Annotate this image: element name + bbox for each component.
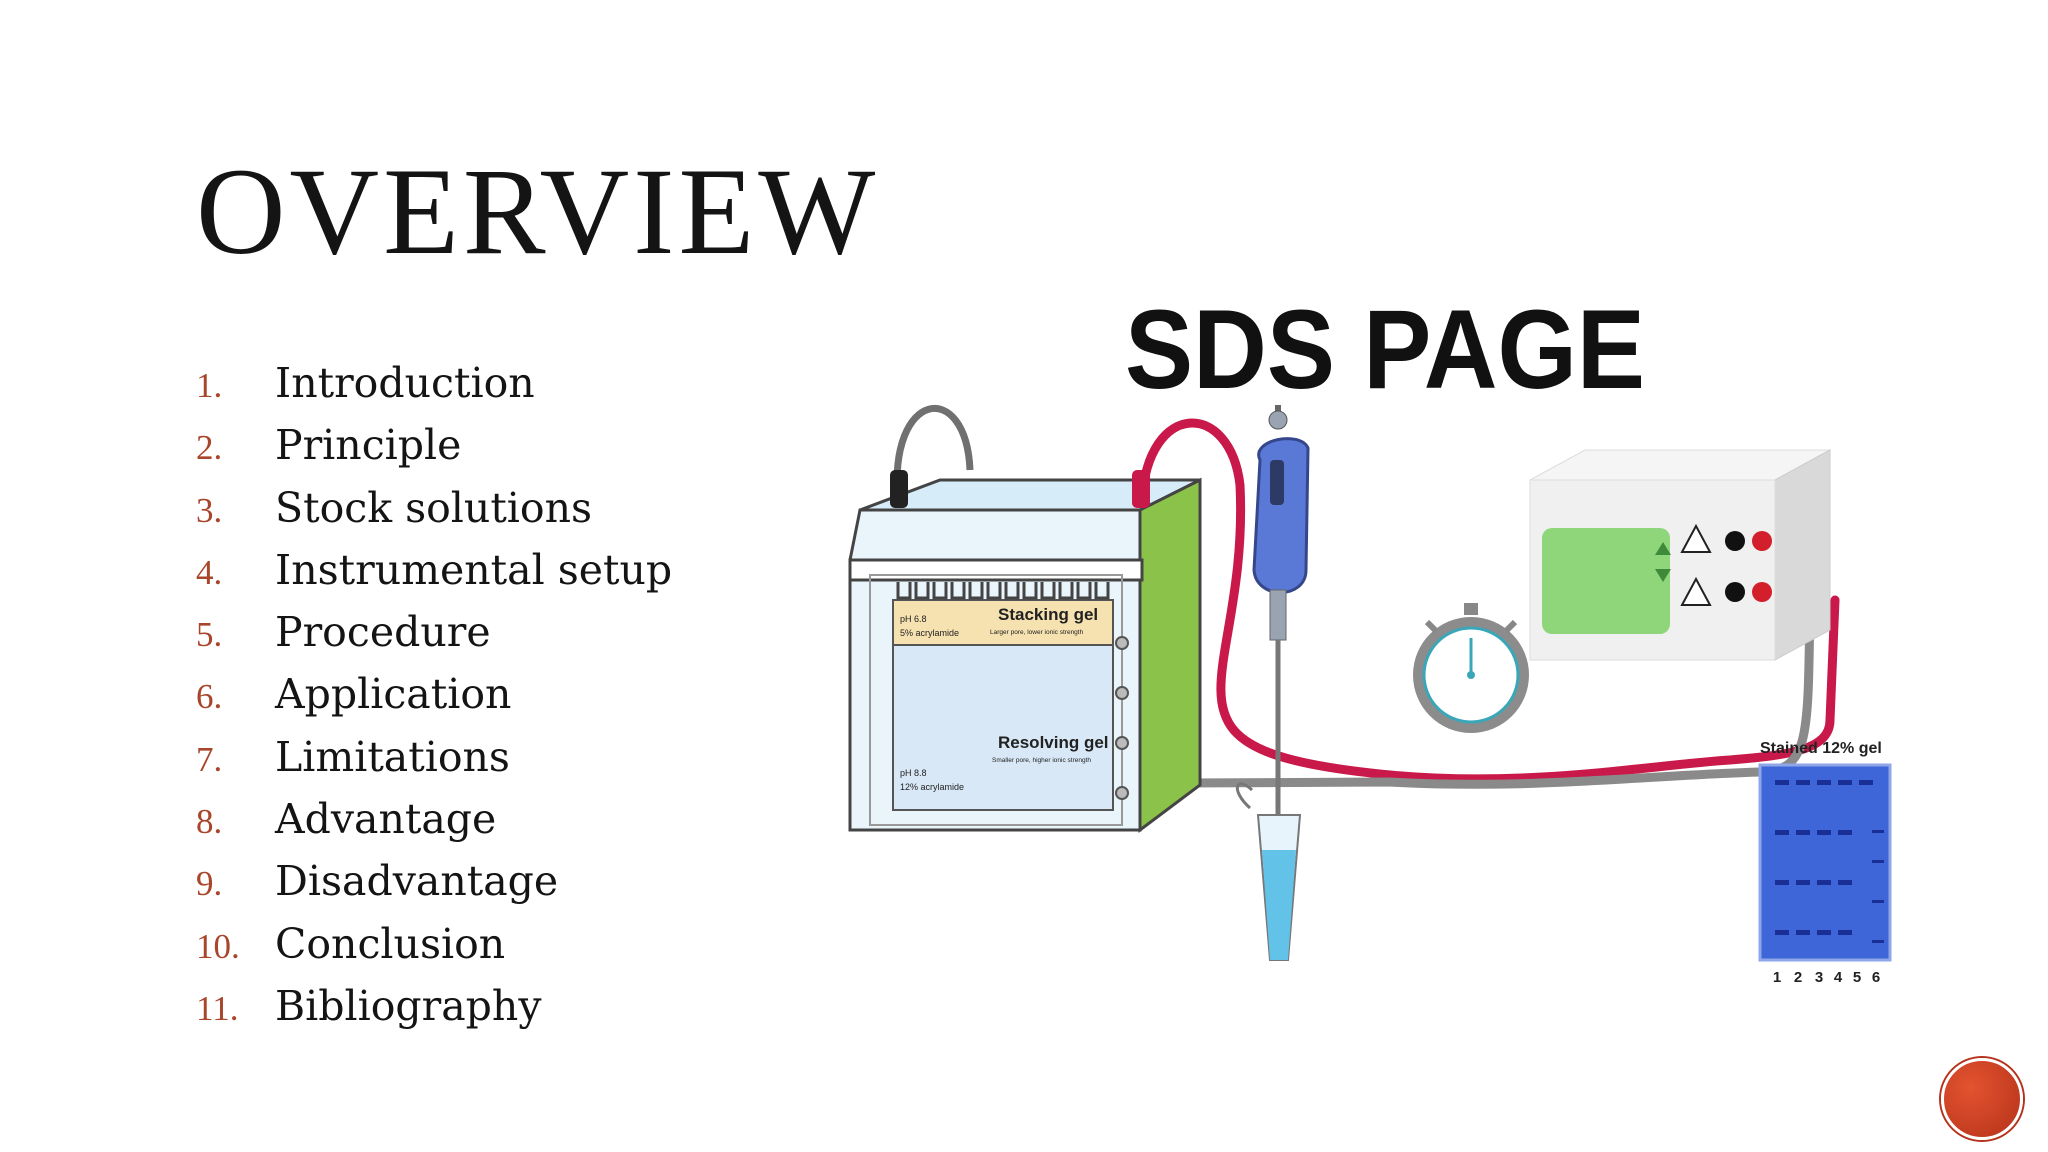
stained-gel-lane: 2: [1794, 969, 1802, 986]
resolving-gel-note: Smaller pore, higher ionic strength: [992, 757, 1091, 764]
tube-icon: [1235, 782, 1302, 961]
agenda-label: Introduction: [275, 359, 535, 407]
agenda-number: 2.: [196, 428, 223, 468]
agenda-item: 1. Introduction: [196, 352, 672, 414]
agenda-item: 6. Application: [196, 663, 672, 725]
agenda-label: Stock solutions: [275, 483, 593, 532]
stacking-gel-label: Stacking gel: [998, 605, 1098, 624]
power-supply-icon: [1529, 449, 1831, 661]
illustration-heading: SDS PAGE: [1125, 287, 1645, 412]
agenda-number: 6.: [196, 677, 223, 717]
resolving-gel-ph: pH 8.8: [900, 768, 927, 778]
stained-gel-lane: 5: [1853, 969, 1861, 986]
agenda-item: 9. Disadvantage: [196, 850, 672, 912]
agenda-label: Disadvantage: [275, 857, 559, 906]
pipette-icon: [1252, 405, 1310, 815]
agenda-label: Bibliography: [275, 981, 542, 1030]
red-wire: [1137, 418, 1840, 784]
agenda-label: Limitations: [275, 732, 510, 781]
agenda-item: 11. Bibliography: [196, 975, 672, 1037]
agenda-label: Application: [275, 670, 512, 719]
resolving-gel-acrylamide: 12% acrylamide: [900, 782, 964, 792]
stained-gel-lane: 4: [1834, 969, 1843, 986]
agenda-number: 10.: [196, 926, 240, 966]
agenda-number: 9.: [196, 864, 223, 904]
stained-gel-lane: 6: [1872, 969, 1880, 986]
agenda-label: Advantage: [275, 795, 497, 844]
stained-gel-lane: 3: [1815, 969, 1823, 986]
stopwatch-icon: [1413, 603, 1529, 733]
agenda-label: Procedure: [275, 608, 491, 657]
stained-gel-image: [1758, 763, 1892, 962]
agenda-item: 10. Conclusion: [196, 913, 672, 975]
agenda-label: Instrumental setup: [275, 545, 673, 594]
agenda-number: 3.: [196, 490, 223, 530]
nav-circle-icon[interactable]: [1941, 1058, 2023, 1140]
sds-page-illustration: SDS PAGE Stacking gel pH 6.8 5% acrylami…: [848, 287, 1892, 986]
agenda-item: 4. Instrumental setup: [196, 539, 672, 601]
agenda-number: 8.: [196, 802, 223, 842]
agenda-number: 7.: [196, 739, 223, 779]
stained-gel-label: Stained 12% gel: [1760, 740, 1882, 757]
gray-wire: [1180, 595, 1815, 789]
slide-title: OVERVIEW: [196, 143, 880, 280]
agenda-item: 2. Principle: [196, 414, 672, 476]
stacking-gel-acrylamide: 5% acrylamide: [900, 628, 959, 638]
agenda-label: Principle: [275, 421, 462, 470]
agenda-number: 4.: [196, 552, 223, 592]
agenda-item: 5. Procedure: [196, 601, 672, 663]
agenda-item: 8. Advantage: [196, 788, 672, 850]
agenda-number: 5.: [196, 615, 223, 655]
stacking-gel-note: Larger pore, lower ionic strength: [990, 629, 1084, 636]
black-wire: [893, 405, 974, 501]
agenda-number: 1.: [196, 366, 223, 405]
resolving-gel-label: Resolving gel: [998, 733, 1109, 752]
electrophoresis-tank-icon: [848, 470, 1202, 833]
agenda-list: 1. Introduction 2. Principle 3. Stock solut…: [196, 352, 672, 1037]
agenda-label: Conclusion: [275, 919, 506, 968]
agenda-number: 11.: [196, 988, 239, 1028]
agenda-item: 3. Stock solutions: [196, 477, 672, 539]
stacking-gel-ph: pH 6.8: [900, 614, 927, 624]
stained-gel-lane: 1: [1773, 969, 1781, 986]
agenda-item: 7. Limitations: [196, 726, 672, 788]
